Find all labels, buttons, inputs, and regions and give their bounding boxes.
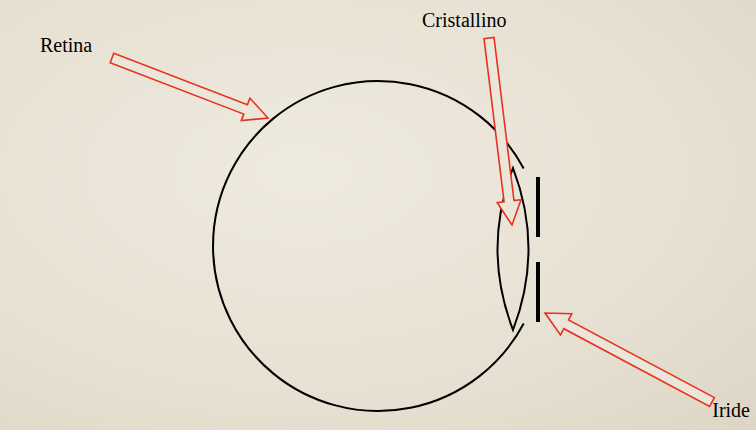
iris-upper (536, 177, 540, 237)
pointer-arrow (484, 37, 521, 225)
pointer-arrow (545, 313, 714, 406)
part-label: Iride (712, 398, 750, 422)
iris-lower (536, 262, 540, 322)
part-label: Cristallino (422, 8, 506, 32)
pointer-arrow (110, 53, 268, 120)
eyeball-outline (213, 81, 524, 411)
part-label: Retina (40, 33, 92, 57)
